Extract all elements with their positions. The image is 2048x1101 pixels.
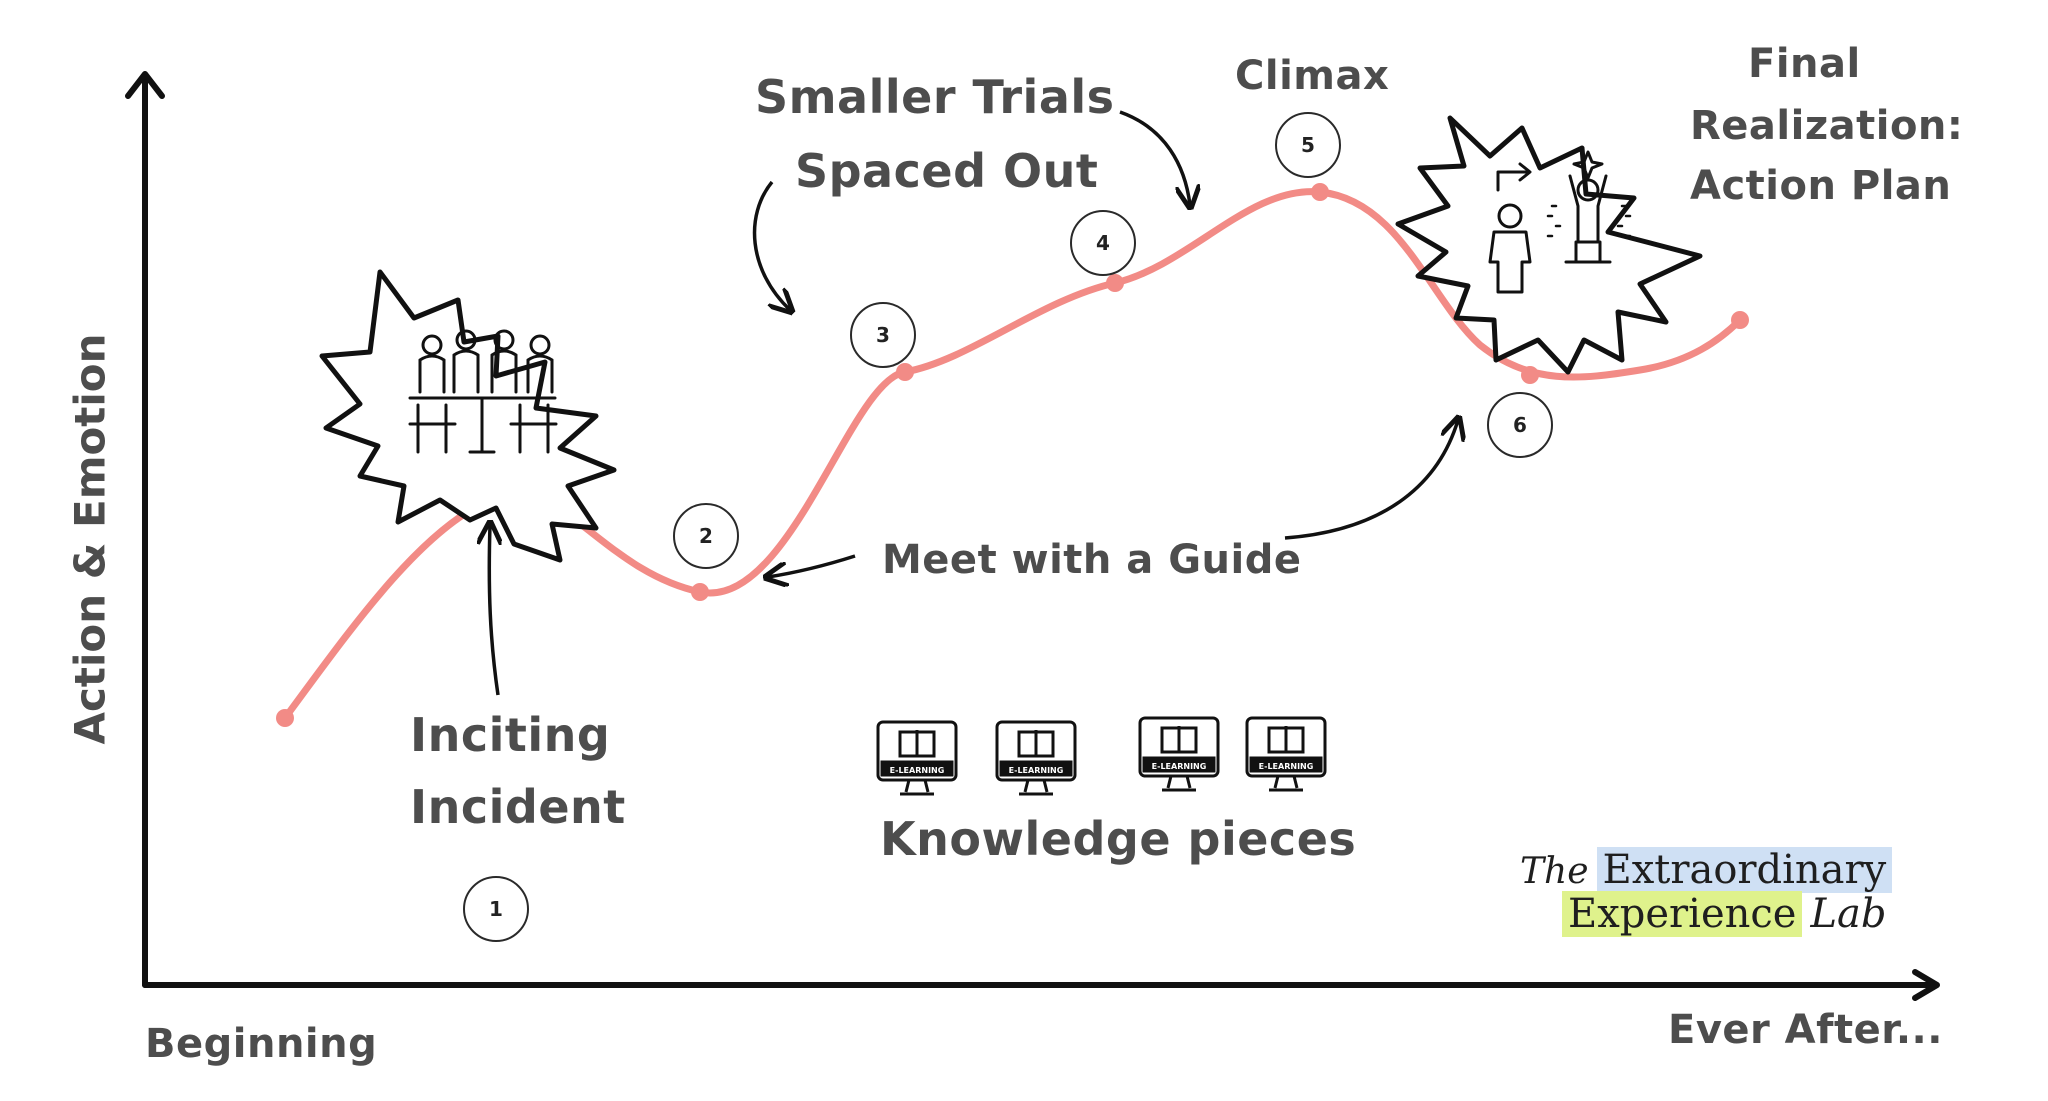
curve-points (276, 183, 1749, 727)
x-axis-start-label: Beginning (145, 1021, 378, 1067)
marker-6: 6 (1487, 392, 1553, 458)
logo-extraordinary: Extraordinary (1596, 847, 1893, 893)
burst-shape-right (1395, 115, 1703, 375)
arrow-trials-right (1119, 110, 1190, 205)
e-learning-text: E-LEARNING (890, 766, 945, 775)
climax-label: Climax (1235, 53, 1390, 99)
e-learning-text: E-LEARNING (1009, 766, 1064, 775)
knowledge-label: Knowledge pieces (880, 812, 1357, 866)
arrow-guide-left (768, 554, 856, 577)
burst-shape-left (319, 269, 617, 563)
marker-2: 2 (673, 503, 739, 569)
curve-point-2 (691, 583, 709, 601)
person-transformation-icon (1488, 150, 1632, 294)
x-axis-arrowhead (1912, 969, 1940, 1001)
trials-label-line2: Spaced Out (795, 144, 1099, 198)
e-learning-text: E-LEARNING (1152, 762, 1207, 771)
curve-point-6 (1521, 366, 1539, 384)
e-learning-monitor-icon: E-LEARNING (1245, 716, 1327, 792)
e-learning-monitor-icon: E-LEARNING (995, 720, 1077, 796)
arrow-trials-left (752, 180, 790, 310)
arrow-guide-right (1284, 420, 1458, 540)
logo-lab: Lab (1810, 891, 1887, 937)
curve-point-4 (1106, 274, 1124, 292)
e-learning-monitor-icon: E-LEARNING (876, 720, 958, 796)
curve-point-start (276, 709, 294, 727)
curve-point-end (1731, 311, 1749, 329)
inciting-burst (319, 269, 617, 563)
inciting-label-line1: Inciting (410, 708, 611, 762)
marker-4: 4 (1070, 210, 1136, 276)
x-axis-end-label: Ever After... (1668, 1007, 1943, 1053)
e-learning-text: E-LEARNING (1259, 762, 1314, 771)
marker-5: 5 (1275, 112, 1341, 178)
e-learning-monitor-icon: E-LEARNING (1138, 716, 1220, 792)
inciting-label-line2: Incident (410, 780, 626, 834)
guide-label: Meet with a Guide (882, 537, 1302, 583)
marker-1: 1 (463, 876, 529, 942)
curve-point-5 (1311, 183, 1329, 201)
logo-the: The (1520, 851, 1589, 892)
realization-burst (1395, 115, 1703, 375)
knowledge-icons: E-LEARNING E-LEARNING E-LEARNING (876, 716, 1327, 796)
meeting-table-icon (408, 329, 558, 454)
y-axis-arrowhead (125, 71, 165, 99)
marker-3: 3 (850, 302, 916, 368)
final-label-line1: Final (1748, 41, 1861, 87)
logo-experience: Experience (1562, 891, 1803, 937)
y-axis-label: Action & Emotion (65, 333, 115, 745)
final-label-line3: Action Plan (1690, 163, 1952, 209)
trials-label-line1: Smaller Trials (755, 70, 1115, 124)
arrow-inciting (489, 525, 498, 696)
curve-point-3 (896, 363, 914, 381)
final-label-line2: Realization: (1690, 103, 1964, 149)
